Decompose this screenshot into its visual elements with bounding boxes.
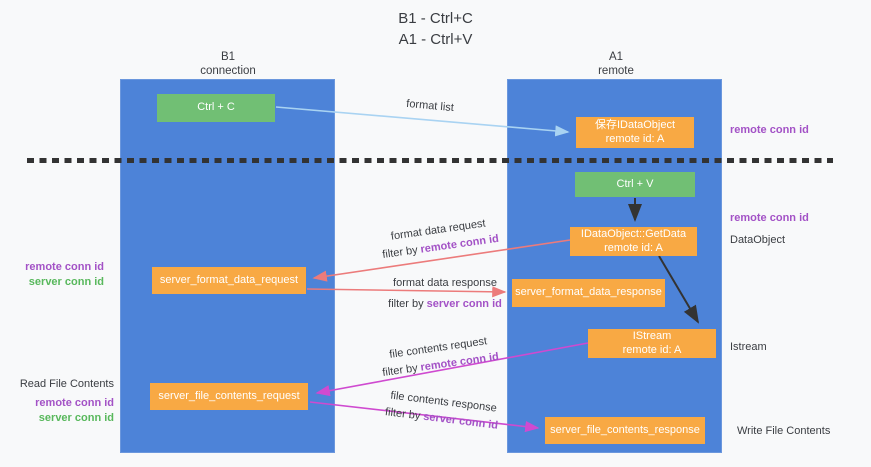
ctrl-c-box: Ctrl + C	[157, 94, 275, 122]
right-remote-conn-id-top-label: remote conn id	[730, 124, 809, 136]
right-column-header: A1 remote	[546, 51, 686, 79]
format-data-response-filter: filter by server conn id	[360, 296, 530, 313]
save-idataobject-line1: 保存IDataObject	[594, 118, 676, 131]
ctrl-v-label: Ctrl + V	[616, 177, 654, 190]
save-idataobject-line2: remote id: A	[605, 132, 665, 145]
file-contents-response-label: file contents response filter by server …	[354, 383, 532, 438]
right-column-name: A1	[608, 51, 624, 63]
right-column-role: remote	[598, 64, 634, 77]
file-contents-request-label: file contents request filter by remote c…	[350, 328, 528, 386]
server-format-data-request-label: server_format_data_request	[159, 273, 299, 286]
server-format-data-response-box: server_format_data_response	[512, 279, 665, 307]
filter-by-text: filter by	[381, 243, 422, 262]
title-line-2: A1 - Ctrl+V	[398, 30, 473, 48]
ctrl-c-label: Ctrl + C	[197, 101, 235, 114]
left-server-conn-id-label: server conn id	[28, 276, 104, 288]
server-file-contents-request-label: server_file_contents_request	[158, 389, 300, 402]
dataobject-label: DataObject	[730, 234, 786, 246]
server-conn-id-text: server conn id	[426, 298, 502, 311]
format-data-request-label: format data request filter by remote con…	[350, 210, 528, 268]
right-remote-conn-id-mid-label: remote conn id	[730, 212, 809, 224]
left-remote-conn-id-bottom-label: remote conn id	[35, 397, 114, 409]
server-format-data-request-box: server_format_data_request	[152, 267, 306, 294]
istream-line1: IStream	[632, 329, 672, 342]
filter-by-text: filter by	[388, 298, 427, 311]
format-data-response-label: format data response filter by server co…	[360, 275, 530, 313]
format-data-response-text: format data response	[393, 277, 497, 289]
server-format-data-response-label: server_format_data_response	[515, 286, 662, 299]
istream-line2: remote id: A	[622, 343, 682, 356]
phase-separator-dashed-line	[27, 158, 833, 163]
read-file-contents-label: Read File Contents	[19, 378, 114, 390]
format-list-label: format list	[405, 97, 455, 115]
left-remote-conn-id-label: remote conn id	[25, 261, 104, 273]
filter-by-text: filter by	[384, 406, 425, 423]
filter-by-text: filter by	[381, 361, 422, 380]
save-idataobject-box: 保存IDataObject remote id: A	[576, 117, 694, 148]
write-file-contents-label: Write File Contents	[737, 425, 831, 437]
left-column-name: B1	[220, 51, 236, 63]
getdata-line2: remote id: A	[604, 241, 663, 254]
server-file-contents-response-box: server_file_contents_response	[545, 417, 705, 444]
left-column-header: B1 connection	[158, 51, 298, 79]
getdata-line1: IDataObject::GetData	[580, 227, 687, 240]
title-line-1: B1 - Ctrl+C	[398, 10, 473, 27]
server-file-contents-response-label: server_file_contents_response	[550, 423, 700, 436]
diagram-title: B1 - Ctrl+C A1 - Ctrl+V	[0, 8, 871, 50]
istream-box: IStream remote id: A	[588, 329, 716, 358]
istream-side-label: Istream	[730, 341, 767, 353]
server-file-contents-request-box: server_file_contents_request	[150, 383, 308, 410]
left-column-role: connection	[200, 64, 256, 77]
left-server-conn-id-bottom-label: server conn id	[38, 412, 114, 424]
idataobject-getdata-box: IDataObject::GetData remote id: A	[570, 227, 697, 256]
ctrl-v-box: Ctrl + V	[575, 172, 695, 197]
